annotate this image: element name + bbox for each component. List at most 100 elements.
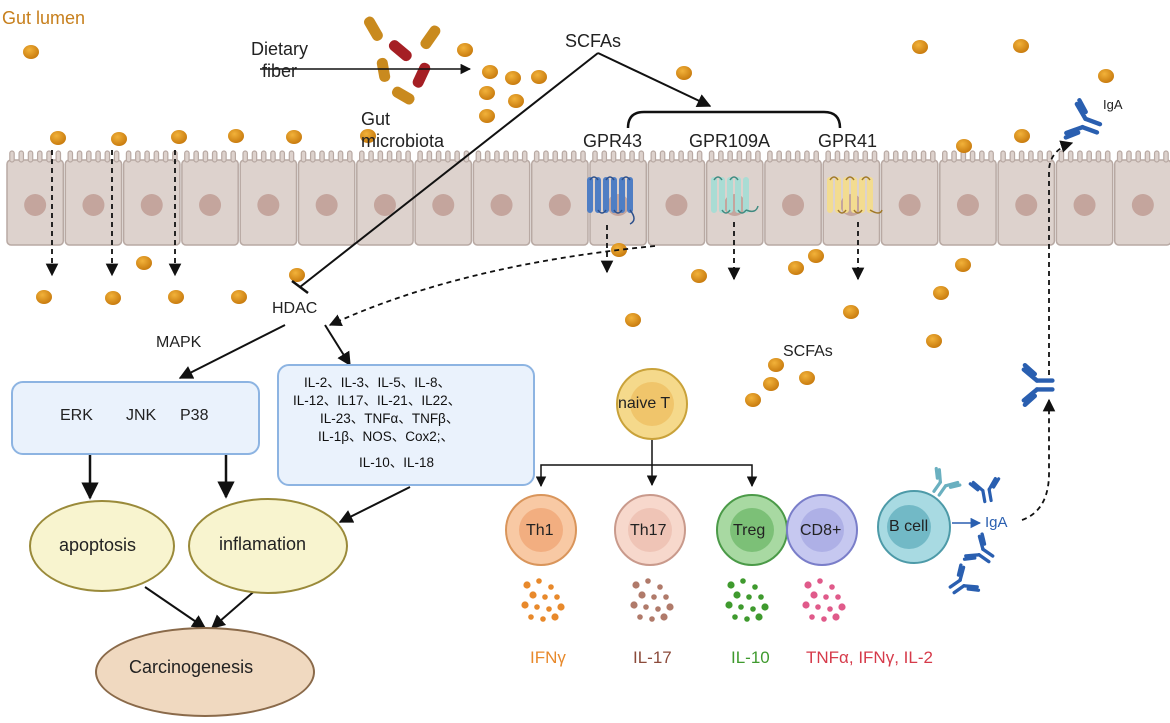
epithelial-cell xyxy=(472,150,531,246)
scfa-particle xyxy=(799,371,815,385)
naive-t-label: naive T xyxy=(618,395,671,412)
epithelial-cell xyxy=(764,150,822,246)
carcinogenesis-label: Carcinogenesis xyxy=(129,657,254,677)
scfa-particle xyxy=(228,129,244,143)
antibody-icon xyxy=(962,532,995,564)
iga-b-cell-label: IgA xyxy=(985,514,1008,531)
scfa-particle xyxy=(768,358,784,372)
il10-label: IL-10 xyxy=(731,648,770,667)
scfa-particle xyxy=(745,393,761,407)
scfas-mid-label: SCFAs xyxy=(783,343,833,360)
scfa-particle xyxy=(457,43,473,57)
epithelial-cell xyxy=(356,150,414,246)
epithelial-cell xyxy=(414,150,473,246)
cytokine-line-1: IL-2、IL-3、IL-5、IL-8、 xyxy=(304,375,452,390)
gpr43-receptor-icon xyxy=(587,176,635,225)
epithelial-cell xyxy=(530,150,589,246)
epithelial-cell xyxy=(880,150,939,246)
scfas-top-label: SCFAs xyxy=(565,31,622,51)
scfa-particle xyxy=(843,305,859,319)
scfa-particle xyxy=(531,70,547,84)
apoptosis-oval xyxy=(29,500,175,592)
th17-cell xyxy=(614,494,686,566)
epithelial-cell xyxy=(997,150,1056,246)
scfa-particle xyxy=(505,71,521,85)
carcinogenesis-oval xyxy=(95,627,315,717)
inflamation-oval xyxy=(188,498,348,594)
epithelial-cell xyxy=(122,150,181,246)
apoptosis-label: apoptosis xyxy=(59,535,137,555)
mapk-box xyxy=(11,381,260,455)
hdac-label: HDAC xyxy=(272,300,318,317)
cd8-cytokines-label: TNFα, IFNγ, IL-2 xyxy=(806,648,933,667)
epithelial-cell xyxy=(64,150,123,246)
treg-cell xyxy=(716,494,788,566)
scfa-particle xyxy=(625,313,641,327)
scfa-particle xyxy=(1014,129,1030,143)
epithelial-cell xyxy=(181,150,239,246)
scfa-particle xyxy=(482,65,498,79)
scfa-particle xyxy=(1098,69,1114,83)
scfa-particle xyxy=(788,261,804,275)
scfa-particle xyxy=(676,66,692,80)
epithelial-cell xyxy=(6,150,65,246)
scfa-particle xyxy=(50,131,66,145)
th17-label: Th17 xyxy=(630,522,667,539)
antibody-icon xyxy=(932,466,962,497)
antibody-icon xyxy=(1063,98,1103,140)
scfa-particle xyxy=(231,290,247,304)
epithelial-cell xyxy=(1055,150,1114,246)
scfa-particle xyxy=(1013,39,1029,53)
scfa-particle xyxy=(136,256,152,270)
dietary-fiber-label: Dietary fiber xyxy=(251,39,309,81)
scfa-particle xyxy=(955,258,971,272)
erk-label: ERK xyxy=(60,407,93,424)
scfa-particle xyxy=(956,139,972,153)
epithelial-cell xyxy=(239,150,298,246)
epithelial-cell xyxy=(297,150,356,246)
cytokine-line-5: IL-10、IL-18 xyxy=(359,455,435,470)
inflamation-label: inflamation xyxy=(219,534,307,554)
gpr41-label: GPR41 xyxy=(818,131,878,151)
gpr109a-receptor-icon xyxy=(711,176,759,214)
epithelial-cell xyxy=(1113,150,1170,246)
scfa-particle xyxy=(36,290,52,304)
mapk-label: MAPK xyxy=(156,334,202,351)
cytokine-line-2: IL-12、IL17、IL-21、IL22、 xyxy=(293,393,462,408)
scfa-particles xyxy=(23,39,1114,407)
b-cell xyxy=(877,490,951,564)
ifng-label: IFNγ xyxy=(530,648,566,667)
antibody-icon xyxy=(948,563,981,595)
scfa-particle xyxy=(105,291,121,305)
scfa-particle xyxy=(808,249,824,263)
iga-top-label: IgA xyxy=(1103,97,1123,112)
scfa-particle xyxy=(691,269,707,283)
secreted-cytokine-dots xyxy=(802,578,846,622)
scfa-particle xyxy=(286,130,302,144)
jnk-label: JNK xyxy=(126,407,157,424)
antibody-icon xyxy=(1021,362,1055,408)
gpr43-label: GPR43 xyxy=(583,131,643,151)
cd8-t-cell xyxy=(786,494,858,566)
scfa-particle xyxy=(926,334,942,348)
cytokine-line-3: IL-23、TNFα、TNFβ、 xyxy=(320,411,460,426)
naive-t-cell xyxy=(616,368,688,440)
scfa-particle xyxy=(479,86,495,100)
scfa-particle xyxy=(171,130,187,144)
epithelial-cell xyxy=(647,150,706,246)
gpr109a-label: GPR109A xyxy=(689,131,771,151)
gut-lumen-label: Gut lumen xyxy=(2,8,86,28)
scfa-particle xyxy=(289,268,305,282)
il17-label: IL-17 xyxy=(633,648,672,667)
gut-microbiota-label: Gut microbiota xyxy=(361,109,445,151)
secreted-cytokine-dots xyxy=(630,578,674,622)
epithelial-cell xyxy=(939,150,997,246)
scfa-particle xyxy=(912,40,928,54)
secreted-cytokine-dots xyxy=(521,578,565,622)
cytokine-line-4: IL-1β、NOS、Cox2;、 xyxy=(318,429,455,444)
p38-label: P38 xyxy=(180,407,209,424)
scfa-particle xyxy=(360,129,376,143)
scfa-particle xyxy=(168,290,184,304)
